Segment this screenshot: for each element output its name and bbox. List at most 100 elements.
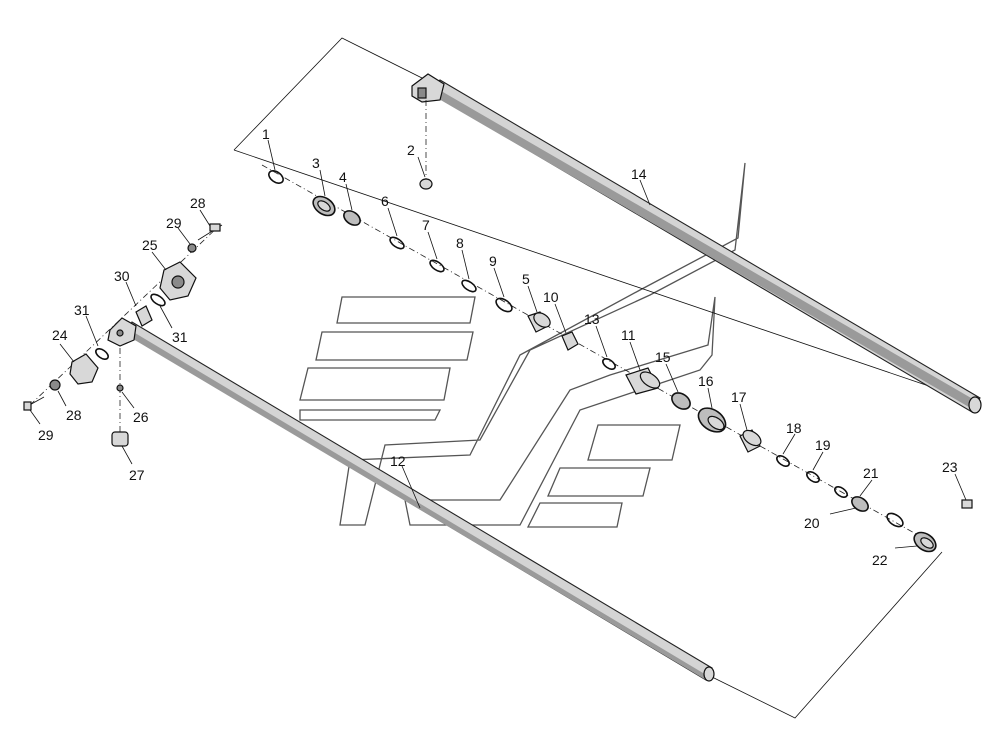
callout-label: 23 bbox=[942, 459, 958, 475]
o-ring bbox=[806, 471, 820, 483]
callout-label: 7 bbox=[422, 217, 430, 233]
part-labels: 1 2 3 4 5 6 7 8 9 10 11 12 13 14 15 16 1… bbox=[38, 126, 958, 568]
callout-label: 1 bbox=[262, 126, 270, 142]
leader-line bbox=[665, 363, 679, 393]
leader-line bbox=[387, 207, 398, 237]
callout-label: 28 bbox=[190, 195, 206, 211]
leader-line bbox=[345, 183, 353, 211]
leader-line bbox=[121, 445, 133, 465]
callout-label: 14 bbox=[631, 166, 647, 182]
rod-eye-hole bbox=[116, 329, 124, 337]
watermark-chevron-outer bbox=[339, 162, 746, 526]
watermark-bar bbox=[299, 409, 442, 421]
cap bbox=[111, 431, 129, 447]
callout-label: 11 bbox=[621, 327, 636, 343]
cover-plate bbox=[69, 353, 99, 385]
callout-label: 22 bbox=[872, 552, 888, 568]
piston-face bbox=[707, 415, 725, 431]
leader-line bbox=[121, 391, 135, 409]
leader-line bbox=[595, 325, 608, 358]
leader-line bbox=[739, 403, 748, 431]
leader-line bbox=[829, 507, 857, 515]
sleeve-face bbox=[639, 371, 661, 389]
leader-line bbox=[954, 473, 967, 501]
guide bbox=[739, 429, 762, 453]
callout-label: 10 bbox=[543, 289, 559, 305]
callout-label: 5 bbox=[522, 271, 530, 287]
leader-line bbox=[859, 479, 873, 497]
callout-label: 4 bbox=[339, 169, 347, 185]
leader-line bbox=[319, 169, 326, 197]
leader-line bbox=[427, 231, 438, 260]
watermark-bar bbox=[547, 467, 651, 497]
callout-label: 9 bbox=[489, 253, 497, 269]
washer bbox=[49, 379, 61, 391]
callout-label: 13 bbox=[584, 311, 600, 327]
callout-label: 30 bbox=[114, 268, 130, 284]
bushing-face bbox=[533, 312, 551, 328]
cap-body bbox=[111, 431, 129, 447]
o-ring bbox=[389, 236, 405, 250]
leader-line bbox=[461, 249, 470, 280]
plug bbox=[419, 178, 433, 190]
leader-line bbox=[639, 179, 651, 206]
port-detail bbox=[417, 87, 427, 99]
leader-line bbox=[59, 343, 75, 363]
leader-line bbox=[159, 305, 173, 329]
seal bbox=[343, 210, 361, 226]
leader-line bbox=[199, 209, 211, 227]
callout-label: 29 bbox=[166, 215, 182, 231]
callout-label: 27 bbox=[129, 467, 145, 483]
leader-line bbox=[527, 285, 538, 313]
callout-label: 26 bbox=[133, 409, 149, 425]
callout-label: 31 bbox=[74, 302, 90, 318]
sleeve bbox=[625, 367, 661, 395]
leader-line bbox=[29, 409, 41, 425]
o-ring bbox=[834, 486, 848, 498]
tube-end bbox=[968, 396, 982, 414]
callout-label: 21 bbox=[863, 465, 879, 481]
assembly-outline bbox=[233, 37, 971, 719]
o-ring bbox=[886, 512, 904, 528]
outline-line bbox=[233, 149, 971, 401]
leader-line bbox=[782, 433, 796, 455]
leader-line bbox=[267, 139, 276, 171]
bolt bbox=[197, 223, 223, 241]
guide-face bbox=[742, 429, 762, 447]
leader-line bbox=[151, 251, 167, 271]
leader-line bbox=[707, 387, 713, 409]
watermark-bar bbox=[336, 296, 476, 324]
watermark-bar bbox=[315, 331, 474, 361]
flange-hole bbox=[171, 275, 185, 289]
callout-label: 12 bbox=[390, 453, 406, 469]
nut bbox=[913, 531, 937, 553]
outline-line bbox=[233, 37, 431, 151]
callout-label: 18 bbox=[786, 420, 802, 436]
bushing bbox=[527, 311, 551, 333]
o-ring bbox=[150, 293, 166, 307]
port-block bbox=[411, 73, 445, 103]
callout-label: 3 bbox=[312, 155, 320, 171]
bolt bbox=[23, 396, 45, 411]
rod-end bbox=[703, 666, 715, 682]
cylinder-tube bbox=[411, 73, 982, 414]
callout-label: 28 bbox=[66, 407, 82, 423]
watermark-bar bbox=[587, 424, 681, 461]
sleeve-body bbox=[561, 331, 579, 351]
seal-inner bbox=[317, 200, 331, 212]
callout-label: 19 bbox=[815, 437, 831, 453]
leader-line bbox=[554, 303, 567, 334]
leader-line bbox=[812, 451, 824, 471]
watermark-chevron-inner bbox=[404, 296, 716, 526]
parts bbox=[23, 170, 973, 553]
screw-head bbox=[961, 499, 973, 509]
seal bbox=[671, 392, 691, 410]
leader-line bbox=[629, 341, 641, 371]
eye-bolt-axis bbox=[29, 224, 221, 406]
callout-label: 24 bbox=[52, 327, 68, 343]
callout-label: 16 bbox=[698, 373, 714, 389]
tube-port-block bbox=[411, 73, 445, 103]
nut-hole bbox=[920, 537, 934, 549]
piston bbox=[697, 407, 727, 433]
